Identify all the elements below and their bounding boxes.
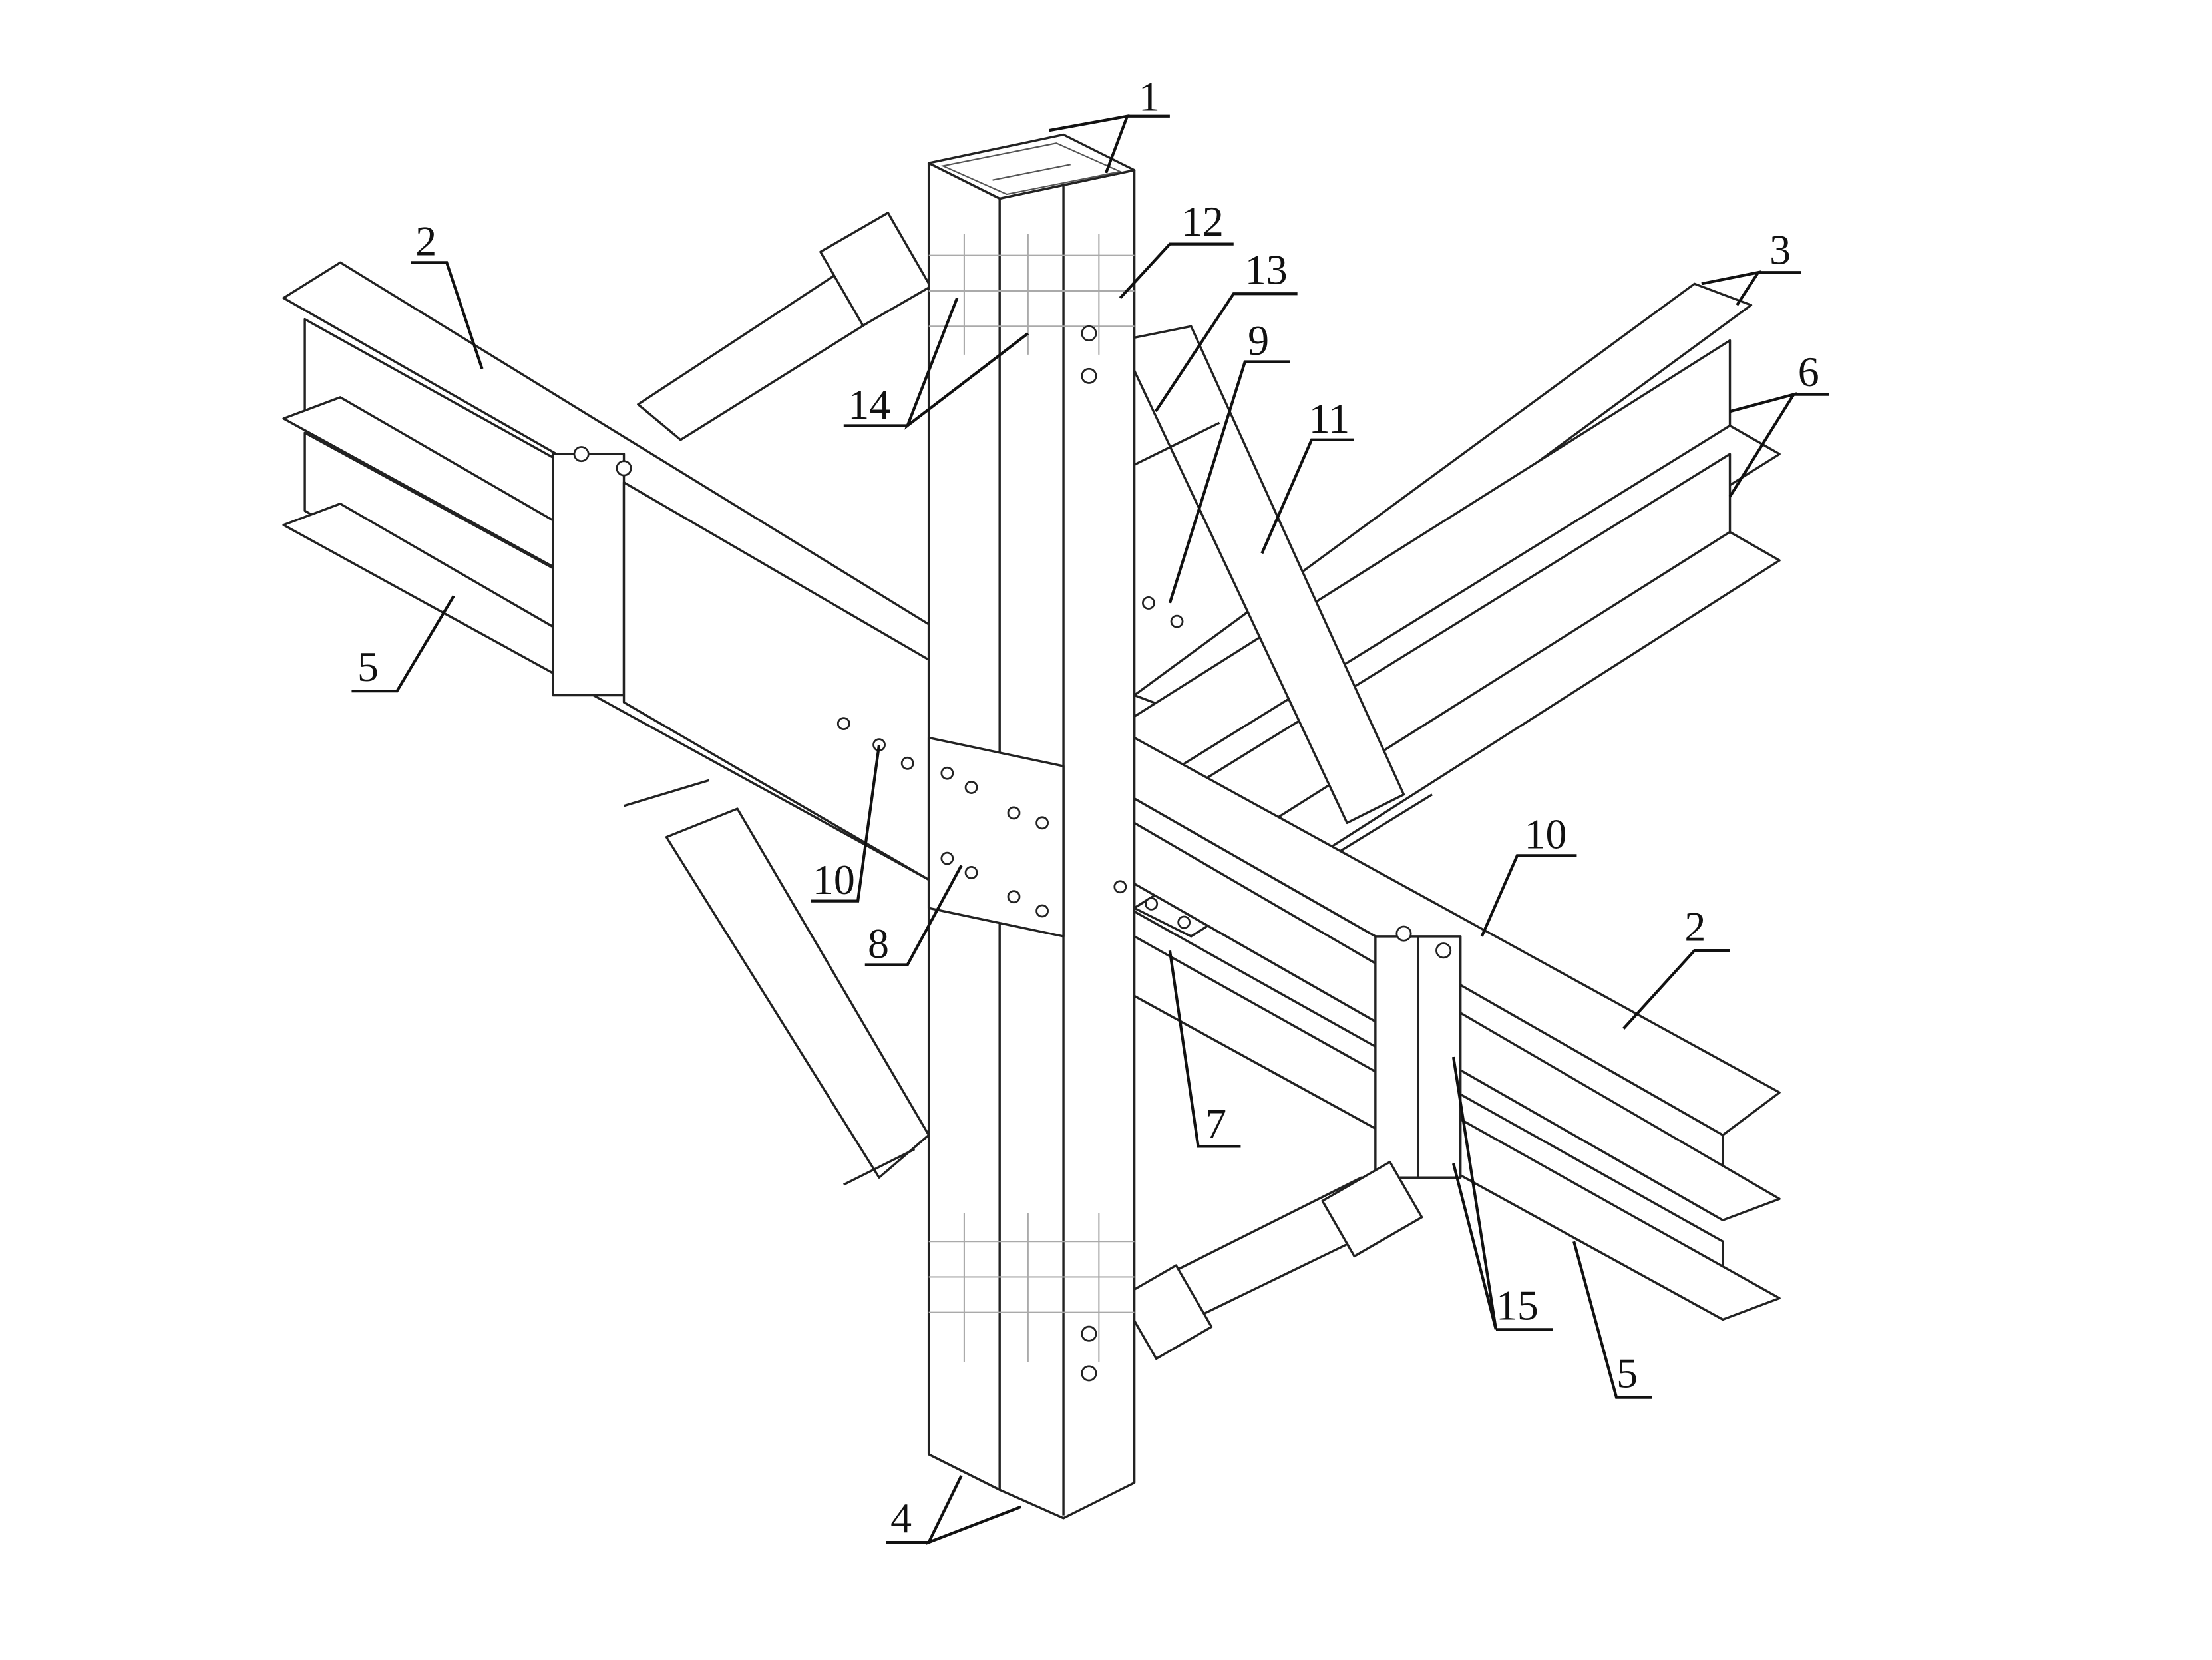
label-7: 7 <box>1205 1100 1226 1147</box>
label-14: 14 <box>848 381 890 428</box>
label-9: 9 <box>1248 317 1269 364</box>
label-10-left: 10 <box>813 856 855 903</box>
label-11: 11 <box>1309 395 1350 442</box>
upper-left-beam <box>282 261 930 881</box>
label-5-right: 5 <box>1616 1350 1638 1397</box>
label-15: 15 <box>1496 1281 1539 1329</box>
label-10-right: 10 <box>1525 811 1567 858</box>
label-2-left: 2 <box>415 218 437 265</box>
label-6: 6 <box>1798 348 1819 395</box>
label-8: 8 <box>868 920 889 967</box>
callouts: 1 2 3 6 14 12 13 9 11 5 10 8 7 10 2 15 5… <box>351 73 1829 1546</box>
lower-right-beam <box>1076 736 1781 1321</box>
column-plate <box>927 736 1065 938</box>
label-4: 4 <box>890 1494 912 1542</box>
label-12: 12 <box>1181 198 1224 245</box>
label-3: 3 <box>1769 226 1791 273</box>
braces <box>624 212 1433 1360</box>
label-5-left: 5 <box>357 643 379 690</box>
column <box>573 133 1452 1520</box>
label-13: 13 <box>1245 246 1288 293</box>
label-1: 1 <box>1139 73 1160 120</box>
label-2-right: 2 <box>1684 903 1706 950</box>
